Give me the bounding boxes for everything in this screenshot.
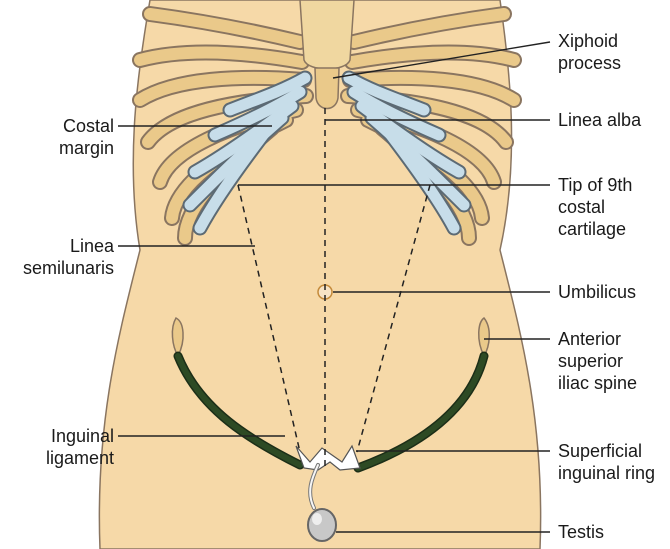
label-tip-9th-costal-cartilage: Tip of 9th costal cartilage — [558, 174, 632, 240]
label-linea-alba: Linea alba — [558, 109, 641, 131]
label-inguinal-ligament: Inguinal ligament — [46, 425, 114, 469]
testis-highlight — [312, 513, 322, 525]
testis — [308, 509, 336, 541]
xiphoid-process — [315, 68, 339, 109]
label-linea-semilunaris: Linea semilunaris — [23, 235, 114, 279]
label-superficial-inguinal-ring: Superficial inguinal ring — [558, 440, 655, 484]
label-testis: Testis — [558, 521, 604, 543]
label-xiphoid-process: Xiphoid process — [558, 30, 621, 74]
label-costal-margin: Costal margin — [59, 115, 114, 159]
label-umbilicus: Umbilicus — [558, 281, 636, 303]
sternum — [300, 0, 354, 69]
label-anterior-superior-iliac-spine: Anterior superior iliac spine — [558, 328, 637, 394]
